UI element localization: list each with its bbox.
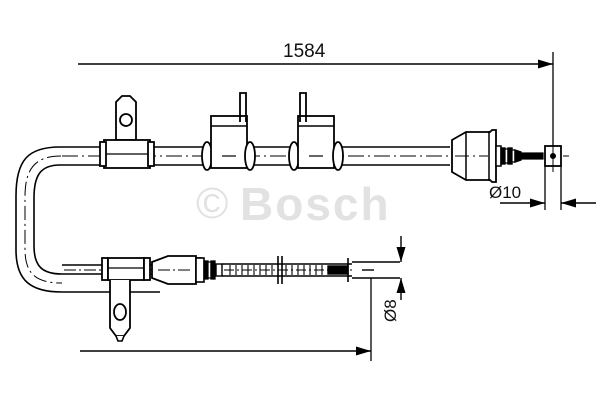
dimension-label-overall-length: 1584 xyxy=(283,41,326,62)
lower-mounting-bracket xyxy=(101,257,151,342)
u-bend-outer xyxy=(15,146,63,293)
arrowhead-lower-right xyxy=(356,346,371,356)
clip1-hook xyxy=(239,92,247,122)
adjuster-rod xyxy=(520,152,544,160)
lower-bracket-ferrule-right xyxy=(143,257,151,281)
watermark-brand-text: Bosch xyxy=(240,178,391,230)
clip-bracket-1 xyxy=(201,92,256,171)
lower-bracket-collar xyxy=(107,257,145,281)
rod-thread-hatching xyxy=(229,265,323,275)
adjuster-taper xyxy=(514,149,522,163)
adjuster-thread-1 xyxy=(500,147,506,165)
dimension-lower-length xyxy=(80,278,372,361)
lower-thread-3 xyxy=(210,260,216,280)
lower-nut xyxy=(215,263,223,277)
adjuster-thread-3 xyxy=(507,147,513,165)
clip2-washer-right xyxy=(332,141,344,171)
dimension-diameter-8 xyxy=(396,236,406,300)
arrowhead-d10-left xyxy=(530,198,545,208)
bosch-watermark: © Bosch xyxy=(196,178,391,230)
arrowhead-d8-bottom xyxy=(396,278,406,293)
watermark-copyright-symbol: © xyxy=(196,179,228,228)
rod-tip xyxy=(327,265,349,275)
upper-mounting-tab xyxy=(99,95,155,169)
dimension-diameter-10 xyxy=(500,166,596,210)
lower-bracket-hole xyxy=(113,303,127,321)
boot-fitting xyxy=(451,129,497,183)
u-bend-inner xyxy=(33,164,63,275)
clip2-body xyxy=(297,115,335,169)
clip2-hook xyxy=(299,92,307,122)
u-bend-centerline xyxy=(24,155,63,284)
threaded-adjuster xyxy=(495,145,544,167)
clip1-body xyxy=(210,115,248,169)
arrowhead-d8-top xyxy=(396,247,406,262)
lower-boot-fitting xyxy=(151,255,223,285)
lower-boot-neck xyxy=(195,257,205,283)
upper-tab-hole xyxy=(119,113,133,127)
lower-thread-1 xyxy=(203,260,209,280)
end-terminal xyxy=(544,140,572,172)
arrowhead-d10-right xyxy=(561,198,576,208)
lower-bracket-foot xyxy=(115,335,125,342)
arrowhead-right-overall xyxy=(538,59,553,69)
upper-tab-ferrule-left xyxy=(99,141,107,167)
adjuster-collar xyxy=(495,145,502,167)
dimension-label-diameter-8: Ø8 xyxy=(381,299,400,322)
threaded-rod xyxy=(222,256,400,284)
clip1-washer-right xyxy=(244,141,256,171)
upper-tab-ferrule-right xyxy=(147,141,155,167)
u-bend xyxy=(15,146,63,293)
clip-bracket-2 xyxy=(288,92,344,171)
lower-bracket-ferrule-left xyxy=(101,257,109,281)
dimension-label-diameter-10: Ø10 xyxy=(489,183,521,202)
